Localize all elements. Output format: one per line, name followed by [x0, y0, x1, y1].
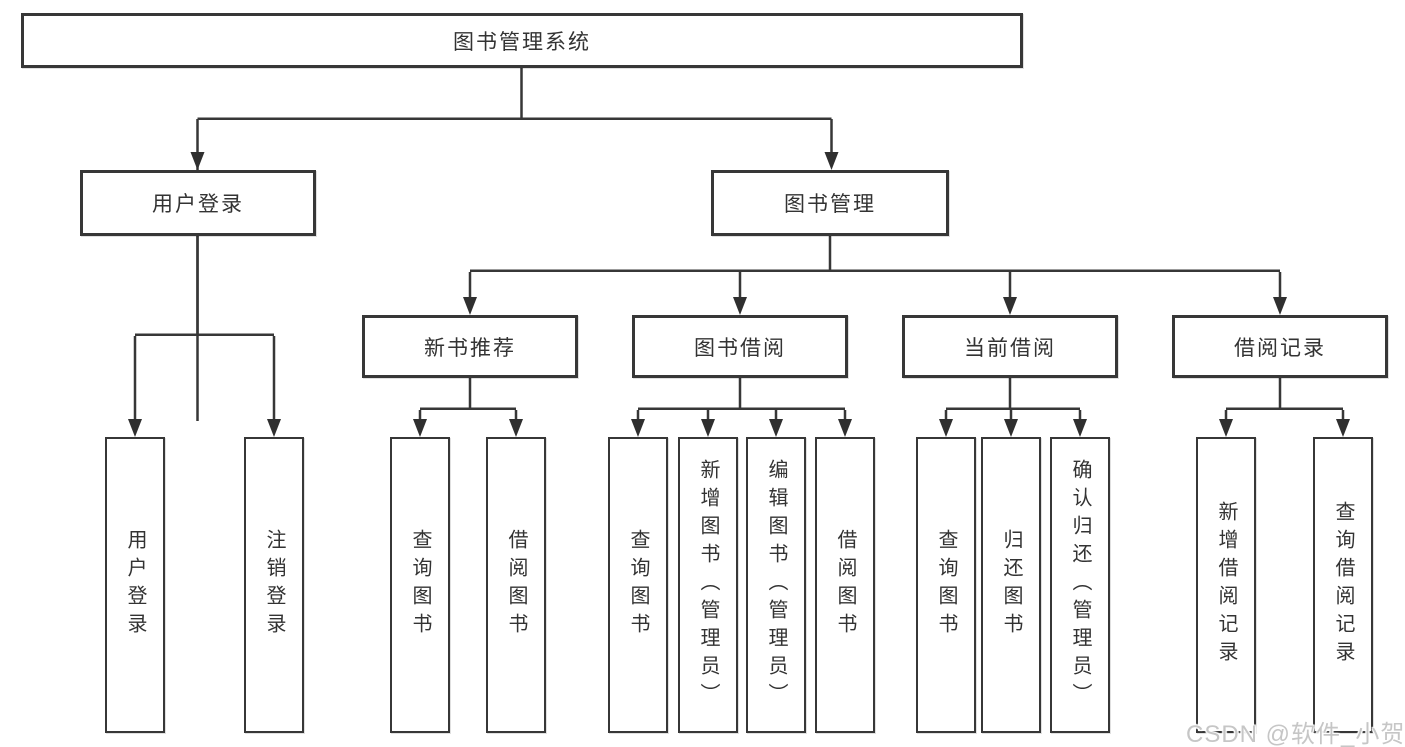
- node-label: 当前借阅: [964, 336, 1056, 360]
- arrow-icon: [463, 297, 477, 315]
- leaf-add-books-admin: 新增图书（管理员）: [678, 437, 738, 733]
- node-current-borrow: 当前借阅: [902, 315, 1118, 378]
- node-borrow-records: 借阅记录: [1172, 315, 1388, 378]
- node-label: 图书管理: [784, 193, 876, 216]
- leaf-add-borrow-record: 新增借阅记录: [1196, 437, 1256, 733]
- arrow-icon: [190, 152, 205, 170]
- csdn-watermark: CSDN @软件_小贺同学: [1186, 721, 1405, 747]
- arrow-icon: [733, 297, 747, 315]
- connector-records-to-leaves: [1224, 378, 1345, 421]
- arrow-icon: [413, 419, 427, 437]
- leaf-label: 注销登录: [263, 529, 285, 641]
- arrow-icon: [267, 419, 281, 437]
- arrow-icon: [128, 419, 142, 437]
- leaf-label: 新增图书（管理员）: [697, 459, 719, 711]
- leaf-label: 编辑图书（管理员）: [765, 459, 787, 711]
- leaf-borrow-books: 借阅图书: [815, 437, 875, 733]
- leaf-label: 确认归还（管理员）: [1069, 459, 1091, 711]
- arrow-icon: [939, 419, 953, 437]
- arrow-icon: [1073, 419, 1087, 437]
- leaf-label: 查询图书: [935, 529, 957, 641]
- leaf-label: 归还图书: [1000, 529, 1022, 641]
- leaf-label: 查询借阅记录: [1332, 501, 1354, 669]
- arrow-icon: [1219, 419, 1233, 437]
- leaf-label: 借阅图书: [834, 529, 856, 641]
- arrow-icon: [1004, 419, 1018, 437]
- node-label: 借阅记录: [1234, 336, 1326, 360]
- arrow-icon: [1003, 297, 1017, 315]
- arrow-icon: [769, 419, 783, 437]
- node-book-borrow: 图书借阅: [632, 315, 848, 378]
- connector-book-mgmt-to-level3: [468, 236, 1282, 299]
- leaf-label: 新增借阅记录: [1215, 501, 1237, 669]
- leaf-edit-books-admin: 编辑图书（管理员）: [746, 437, 806, 733]
- arrow-icon: [631, 419, 645, 437]
- node-label: 用户登录: [152, 193, 244, 216]
- arrow-icon: [1273, 297, 1287, 315]
- arrowheads: [128, 152, 1350, 437]
- node-label: 图书借阅: [694, 336, 786, 360]
- leaf-query-books-borrow: 查询图书: [608, 437, 668, 733]
- leaf-label: 用户登录: [124, 529, 146, 641]
- connector-current-to-leaves: [944, 378, 1082, 421]
- connector-user-login-to-leaves: [133, 236, 276, 421]
- connector-root-to-level2: [196, 68, 833, 421]
- node-label: 图书管理系统: [453, 30, 591, 54]
- arrow-icon: [824, 152, 839, 170]
- node-label: 新书推荐: [424, 336, 516, 360]
- leaf-label: 查询图书: [409, 529, 431, 641]
- arrow-icon: [701, 419, 715, 437]
- arrow-icon: [509, 419, 523, 437]
- leaf-borrow-books-recommend: 借阅图书: [486, 437, 546, 733]
- leaf-confirm-return-admin: 确认归还（管理员）: [1050, 437, 1110, 733]
- connector-new-rec-to-leaves: [418, 378, 518, 421]
- node-new-book-recommend: 新书推荐: [362, 315, 578, 378]
- arrow-icon: [838, 419, 852, 437]
- leaf-query-books-current: 查询图书: [916, 437, 976, 733]
- node-book-management: 图书管理: [711, 170, 949, 236]
- connector-borrow-to-leaves: [636, 378, 847, 421]
- leaf-label: 借阅图书: [505, 529, 527, 641]
- leaf-logout: 注销登录: [244, 437, 304, 733]
- leaf-label: 查询图书: [627, 529, 649, 641]
- leaf-query-borrow-record: 查询借阅记录: [1313, 437, 1373, 733]
- leaf-query-books-recommend: 查询图书: [390, 437, 450, 733]
- leaf-return-books: 归还图书: [981, 437, 1041, 733]
- leaf-user-login: 用户登录: [105, 437, 165, 733]
- node-user-login: 用户登录: [80, 170, 316, 236]
- node-library-system: 图书管理系统: [21, 13, 1023, 68]
- arrow-icon: [1336, 419, 1350, 437]
